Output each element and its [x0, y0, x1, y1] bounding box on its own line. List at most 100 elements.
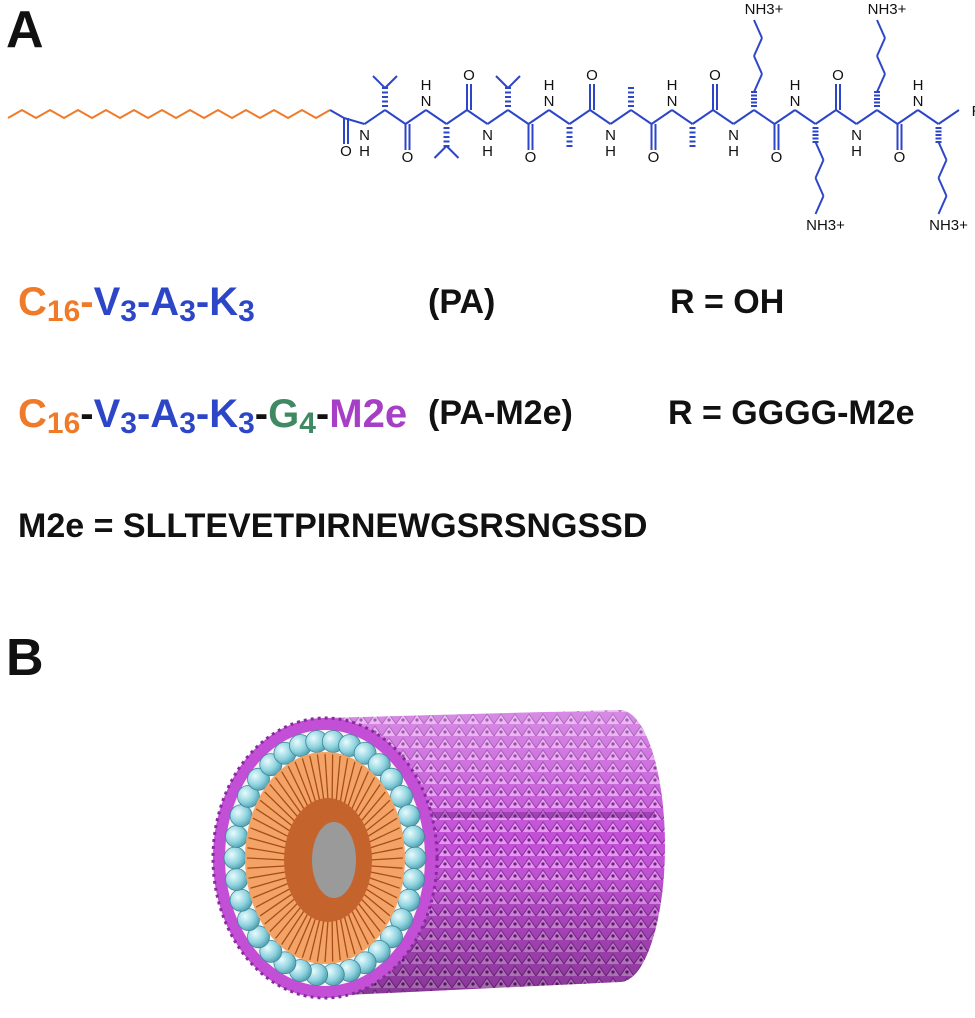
nitrogen-label: N	[667, 93, 678, 110]
core-tail	[339, 917, 349, 958]
lysine-chain	[937, 159, 948, 179]
core-tail	[287, 912, 309, 951]
oxygen-label: O	[463, 67, 475, 84]
valine-sub: 3	[120, 407, 137, 440]
nitrogen-label: N	[605, 127, 616, 144]
core-tail	[354, 777, 376, 814]
nitrogen-label: N	[421, 93, 432, 110]
hydrogen-label: H	[667, 77, 678, 94]
nitrogen-label: N	[728, 127, 739, 144]
peptide-backbone	[329, 19, 960, 215]
oxygen-label: O	[709, 67, 721, 84]
lysine-sub: 3	[238, 407, 255, 440]
core-tail	[369, 871, 402, 879]
lysine-chain	[753, 37, 763, 57]
lysine-chain	[814, 195, 825, 215]
core-tail	[364, 808, 395, 833]
branch	[433, 145, 448, 159]
shell-bead	[397, 804, 421, 828]
bond	[404, 109, 427, 125]
bond	[507, 109, 530, 125]
dash: -	[254, 392, 269, 436]
valine-v: V	[93, 280, 121, 324]
oxygen-label: O	[894, 149, 906, 166]
formula-pa: C16-V3-A3-K3	[18, 280, 255, 327]
core-tail	[366, 882, 398, 899]
nitrogen-label: N	[359, 127, 370, 144]
dash: -	[80, 392, 94, 436]
bond	[937, 109, 960, 125]
bond	[691, 109, 714, 125]
alanine-a: A	[150, 392, 180, 436]
core-tail	[362, 799, 391, 828]
core-tail	[274, 777, 302, 814]
bond	[712, 109, 735, 125]
core-tail	[369, 865, 403, 869]
core-tail	[248, 871, 287, 879]
core-tail	[294, 761, 313, 805]
nitrogen-label: N	[913, 93, 924, 110]
bond	[486, 109, 509, 125]
alkyl-tail	[7, 108, 331, 120]
core-tail	[316, 919, 325, 962]
lysine-chain	[937, 177, 948, 197]
core-tail	[247, 865, 287, 869]
dash: -	[195, 280, 210, 324]
amine-label: NH3+	[929, 217, 968, 234]
alkyl-c: C	[18, 392, 47, 436]
core-tail	[252, 817, 290, 838]
nitrogen-label: N	[851, 127, 862, 144]
glycine-g: G	[268, 392, 300, 436]
nitrogen-label: N	[544, 93, 555, 110]
bond	[917, 109, 940, 125]
core-tail	[301, 917, 317, 958]
core-tail	[339, 758, 349, 803]
core-tail	[309, 918, 321, 961]
shell-bead	[237, 785, 260, 808]
oxygen-label: O	[525, 149, 537, 166]
core-tail	[350, 771, 369, 811]
core-tail	[275, 905, 302, 939]
nitrogen-label: N	[790, 93, 801, 110]
bond	[650, 109, 673, 125]
shell-bead	[225, 825, 248, 848]
alkyl-c-sub: 16	[46, 295, 81, 328]
dash: -	[315, 392, 330, 436]
hydrogen-label: H	[482, 143, 493, 160]
branch	[507, 75, 521, 89]
bond	[855, 109, 878, 125]
valine-sub: 3	[120, 295, 137, 328]
core-tail	[250, 876, 288, 889]
shell-bead	[225, 868, 248, 891]
core-tail	[255, 887, 292, 908]
bond	[384, 109, 407, 125]
alkyl-c: C	[18, 280, 47, 324]
bond	[527, 109, 550, 125]
core-tail	[247, 847, 287, 855]
panel-label-a: A	[6, 1, 44, 59]
bond	[876, 109, 899, 125]
branch	[445, 145, 460, 159]
core-tail	[367, 827, 400, 844]
core-tail	[252, 882, 290, 899]
core-tail	[294, 915, 313, 955]
abbr-pa: (PA)	[428, 283, 496, 321]
lysine-chain	[753, 55, 763, 75]
bond	[609, 109, 632, 125]
lysine-k: K	[209, 280, 239, 324]
branch	[384, 75, 398, 89]
oxygen-label: O	[586, 67, 598, 84]
core-tail	[357, 902, 381, 932]
oxygen-label: O	[832, 67, 844, 84]
bond	[329, 109, 345, 119]
shell-bead	[402, 825, 425, 848]
hydrophobic-core-tails	[246, 753, 404, 963]
core-tail	[359, 791, 386, 823]
hydrogen-label: H	[728, 143, 739, 160]
abbr-pa-m2e: (PA-M2e)	[428, 394, 573, 432]
hydrogen-label: H	[851, 143, 862, 160]
core-tail	[350, 909, 369, 945]
lysine-sub: 3	[238, 295, 255, 328]
core-tail	[324, 919, 329, 963]
hydrophilic-shell-beads	[223, 730, 427, 986]
